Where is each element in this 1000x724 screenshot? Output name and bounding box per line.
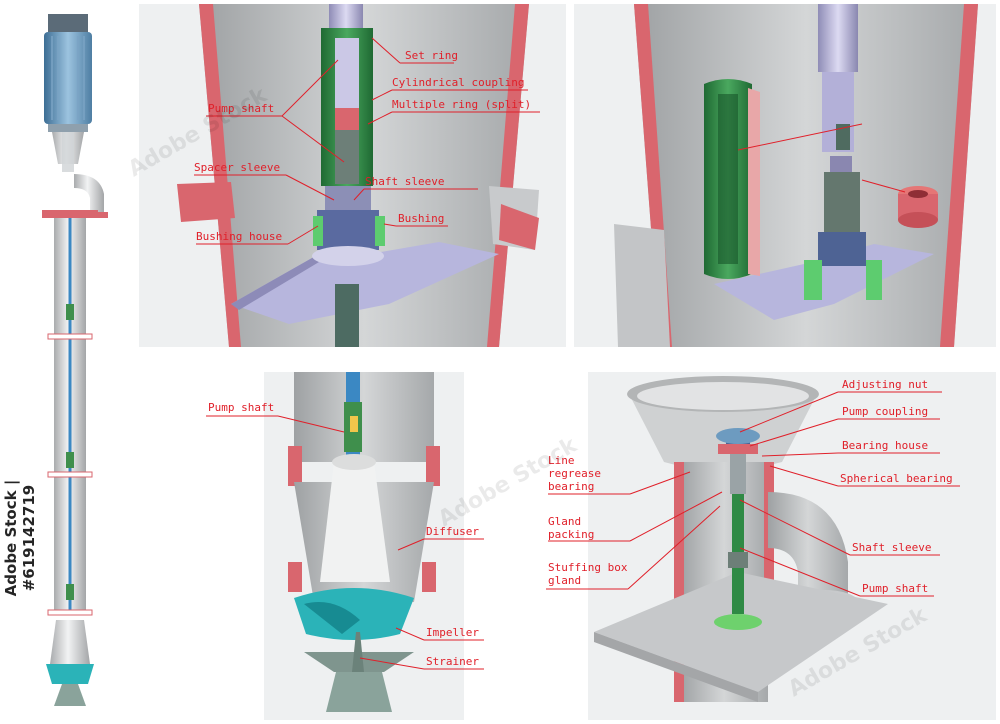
label-shaft-sleeve-head: Shaft sleeve xyxy=(852,541,932,554)
label-shaft-sleeve-coupling: Shaft sleeve xyxy=(365,175,445,188)
label-diffuser: Diffuser xyxy=(426,525,479,538)
pump-overview-panel xyxy=(28,4,136,720)
coupling-exploded-panel xyxy=(574,4,996,347)
label-line-regrease-bearing: Line regrease bearing xyxy=(548,454,601,493)
label-pump-coupling: Pump coupling xyxy=(842,405,929,418)
coupling-detail-drawing xyxy=(177,4,539,347)
side-watermark: Adobe Stock | #619142719 xyxy=(2,479,38,597)
coupling-exploded-drawing xyxy=(614,4,978,347)
coupling-detail-panel xyxy=(139,4,566,347)
label-stuffing-box-gland: Stuffing box gland xyxy=(548,561,628,587)
label-gland-packing: Gland packing xyxy=(548,515,595,541)
label-adjusting-nut: Adjusting nut xyxy=(842,378,929,391)
discharge-head-drawing xyxy=(594,376,888,702)
label-strainer: Strainer xyxy=(426,655,479,668)
label-pump-shaft-head: Pump shaft xyxy=(862,582,929,595)
label-impeller: Impeller xyxy=(426,626,479,639)
pump-overview-drawing xyxy=(42,14,108,706)
discharge-head-panel xyxy=(588,372,996,720)
label-pump-shaft-coupling: Pump shaft xyxy=(208,102,275,115)
label-bushing-house: Bushing house xyxy=(196,230,283,243)
label-bushing: Bushing xyxy=(398,212,445,225)
label-spherical-bearing: Spherical bearing xyxy=(840,472,953,485)
label-spacer-sleeve: Spacer sleeve xyxy=(194,161,281,174)
label-set-ring: Set ring xyxy=(405,49,458,62)
label-pump-shaft-bowl: Pump shaft xyxy=(208,401,275,414)
label-bearing-house: Bearing house xyxy=(842,439,929,452)
label-cylindrical-coupling: Cylindrical coupling xyxy=(392,76,525,89)
label-multiple-ring: Multiple ring (split) xyxy=(392,98,532,111)
